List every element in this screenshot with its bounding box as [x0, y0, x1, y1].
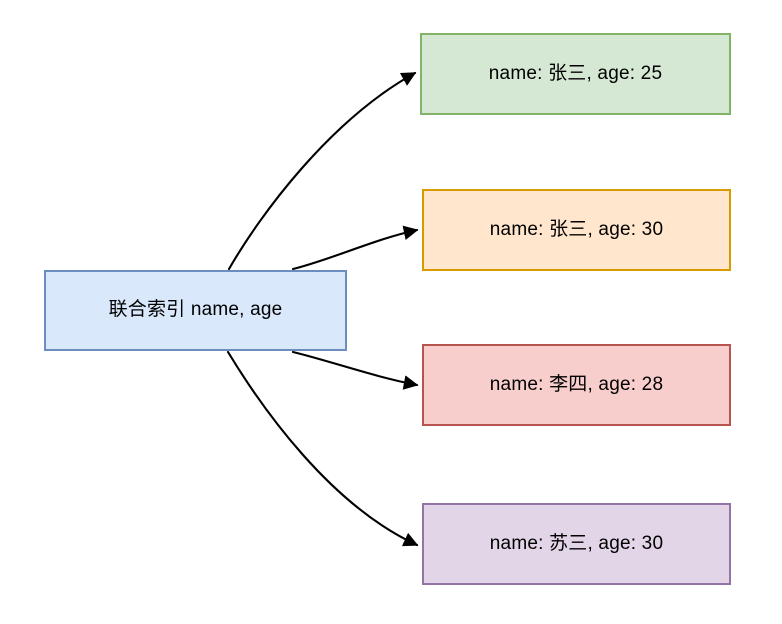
- edge-to-row-1: [227, 71, 417, 271]
- index-row-node-1[interactable]: name: 张三, age: 25: [420, 33, 731, 115]
- edge-to-row-2: [291, 225, 419, 271]
- edge-to-row-3: [291, 350, 419, 390]
- index-row-label-1: name: 张三, age: 25: [488, 62, 663, 84]
- index-row-node-2[interactable]: name: 张三, age: 30: [422, 189, 731, 271]
- index-row-label-3: name: 李四, age: 28: [489, 373, 664, 395]
- composite-index-label: 联合索引 name, age: [108, 299, 283, 321]
- edge-to-row-4: [226, 350, 419, 547]
- index-row-node-3[interactable]: name: 李四, age: 28: [422, 344, 731, 426]
- index-row-label-2: name: 张三, age: 30: [489, 218, 664, 240]
- index-row-node-4[interactable]: name: 苏三, age: 30: [422, 503, 731, 585]
- composite-index-node[interactable]: 联合索引 name, age: [44, 270, 347, 351]
- index-row-label-4: name: 苏三, age: 30: [489, 532, 664, 554]
